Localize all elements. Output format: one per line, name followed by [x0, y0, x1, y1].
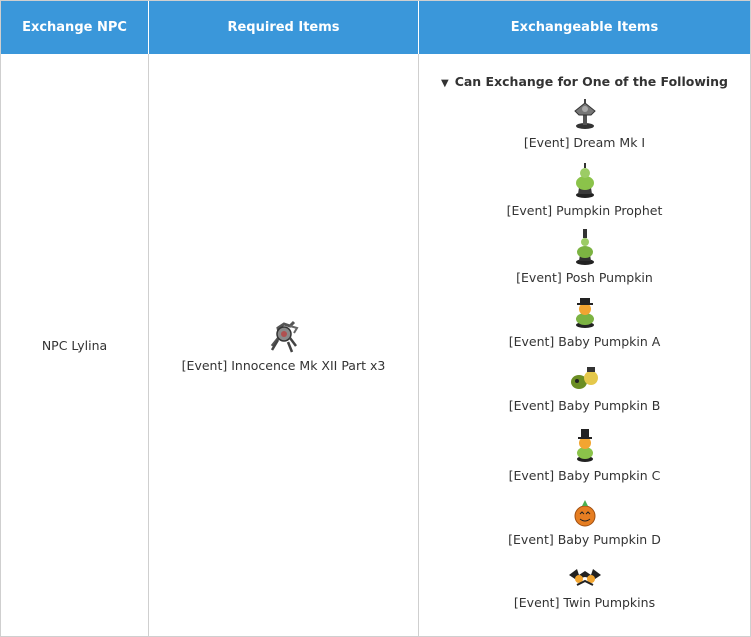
list-item: [Event] Baby Pumpkin A — [419, 294, 750, 349]
baby-pumpkin-d-icon — [574, 500, 595, 527]
list-item: [Event] Baby Pumpkin B — [419, 364, 750, 413]
required-item-label: [Event] Innocence Mk XII Part x3 — [181, 357, 386, 373]
item-label: [Event] Baby Pumpkin C — [508, 468, 661, 483]
item-label: [Event] Posh Pumpkin — [516, 270, 653, 285]
npc-cell: NPC Lylina — [1, 54, 149, 636]
item-label: [Event] Pumpkin Prophet — [506, 203, 663, 218]
twin-pumpkins-icon — [568, 569, 601, 586]
exchange-heading-text: Can Exchange for One of the Following — [454, 74, 729, 89]
baby-pumpkin-b-icon — [570, 367, 598, 389]
table-header-row: Exchange NPC Required Items Exchangeable… — [1, 1, 750, 54]
item-label: [Event] Baby Pumpkin B — [508, 398, 661, 413]
posh-pumpkin-icon — [575, 229, 594, 265]
list-item: [Event] Posh Pumpkin — [419, 226, 750, 285]
item-label: [Event] Baby Pumpkin D — [508, 532, 661, 547]
table-row: NPC Lylina [Event] Innocence Mk XII Part… — [1, 54, 750, 636]
list-item: [Event] Baby Pumpkin C — [419, 426, 750, 483]
innocence-part-icon — [270, 320, 299, 352]
list-item: [Event] Twin Pumpkins — [419, 563, 750, 610]
required-items-cell: [Event] Innocence Mk XII Part x3 — [149, 54, 419, 636]
triangle-down-icon: ▼ — [440, 78, 449, 89]
exchangeable-items-cell: ▼ Can Exchange for One of the Following [… — [419, 54, 750, 636]
baby-pumpkin-c-icon — [576, 429, 593, 462]
item-label: [Event] Twin Pumpkins — [513, 595, 656, 610]
list-item: [Event] Baby Pumpkin D — [419, 494, 750, 547]
list-item: [Event] Pumpkin Prophet — [419, 161, 750, 218]
baby-pumpkin-a-icon — [575, 298, 594, 328]
list-item: [Event] Dream Mk I — [419, 97, 750, 150]
header-exchangeable-items: Exchangeable Items — [510, 20, 659, 35]
header-required-items: Required Items — [149, 1, 419, 54]
pumpkin-prophet-icon — [575, 163, 594, 198]
header-exchange-npc: Exchange NPC — [1, 1, 149, 54]
exchange-heading: ▼ Can Exchange for One of the Following — [419, 74, 750, 89]
item-label: [Event] Dream Mk I — [523, 135, 646, 150]
dream-mk-icon — [573, 99, 596, 129]
npc-name: NPC Lylina — [41, 337, 108, 353]
item-label: [Event] Baby Pumpkin A — [508, 334, 661, 349]
